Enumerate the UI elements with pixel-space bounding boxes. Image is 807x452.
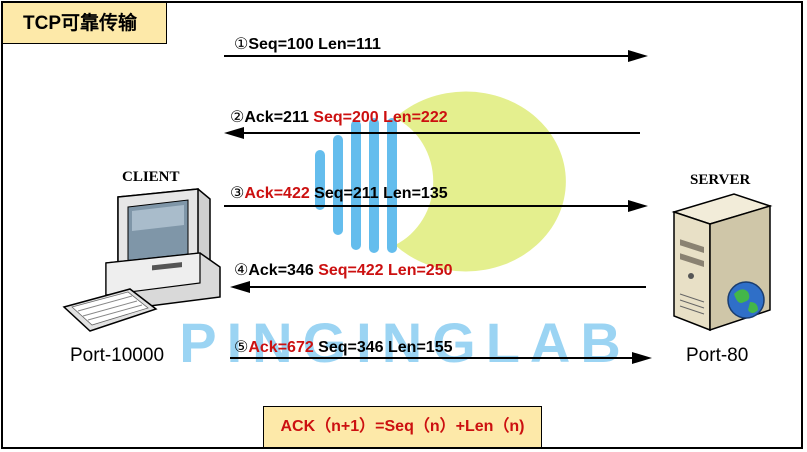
message-highlight: Seq=422 Len=250 — [318, 262, 453, 279]
server-label: SERVER — [690, 172, 751, 188]
message-1: ①Seq=100 Len=111 — [234, 34, 381, 54]
message-number: ③ — [230, 185, 245, 202]
client-port: Port-10000 — [70, 345, 165, 366]
message-text: Seq=100 Len=111 — [248, 36, 381, 53]
message-3: ③Ack=422 Seq=211 Len=135 — [230, 183, 448, 203]
message-number: ② — [230, 109, 245, 126]
message-number: ① — [234, 36, 249, 53]
message-4: ④Ack=346 Seq=422 Len=250 — [234, 260, 453, 280]
client-label: CLIENT — [122, 169, 180, 185]
message-text: Seq=211 Len=135 — [309, 185, 448, 202]
arrow-3 — [224, 200, 648, 212]
arrow-1 — [224, 50, 648, 62]
message-text: Seq=346 Len=155 — [313, 339, 453, 356]
ack-formula: ACK（n+1）=Seq（n）+Len（n) — [263, 406, 542, 448]
message-highlight: Ack=422 — [244, 185, 310, 202]
client-computer-icon — [62, 188, 221, 332]
message-highlight: Seq=200 Len=222 — [313, 109, 448, 126]
arrow-4 — [230, 281, 646, 293]
message-2: ②Ack=211 Seq=200 Len=222 — [230, 107, 448, 127]
arrow-2 — [224, 127, 640, 139]
server-port: Port-80 — [686, 345, 749, 366]
message-5: ⑤Ack=672 Seq=346 Len=155 — [234, 337, 453, 357]
message-text: Ack=211 — [244, 109, 314, 126]
message-highlight: Ack=672 — [248, 339, 314, 356]
message-number: ⑤ — [234, 339, 249, 356]
message-text: Ack=346 — [248, 262, 319, 279]
server-icon — [671, 193, 773, 332]
arrow-5 — [230, 352, 652, 364]
page-title: TCP可靠传输 — [2, 2, 167, 44]
watermark-text: PINGINGLAB — [179, 311, 631, 374]
message-number: ④ — [234, 262, 249, 279]
